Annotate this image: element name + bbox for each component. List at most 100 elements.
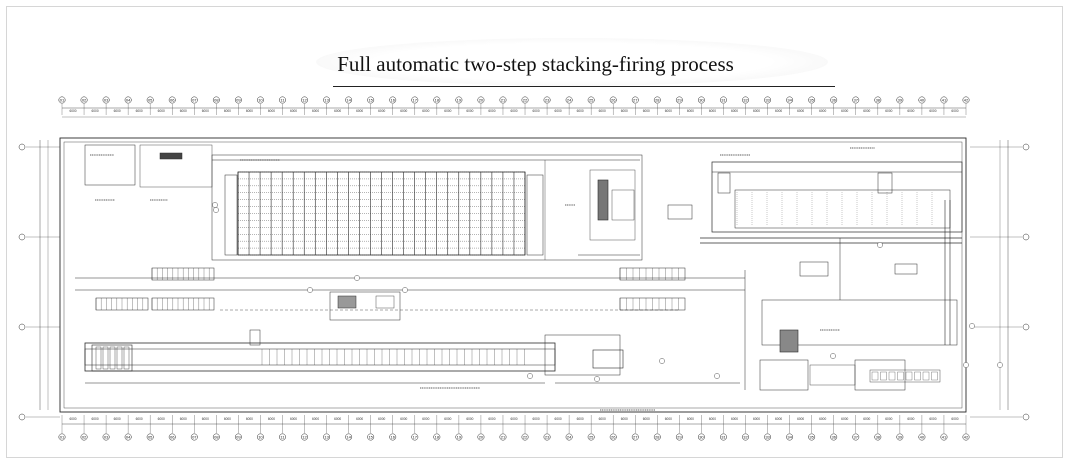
setting-robot: [611, 189, 635, 221]
axis-bubble: [609, 433, 617, 441]
axis-bubble: [697, 96, 705, 104]
control-room: [809, 364, 856, 386]
equipment-block: [894, 263, 918, 275]
axis-label: 36: [831, 97, 836, 102]
axis-bubble: [896, 96, 904, 104]
dimension-label: 6000: [775, 417, 782, 421]
packaging-cell: [922, 371, 930, 381]
axis-label: 39: [898, 434, 903, 439]
axis-label: 12: [302, 434, 307, 439]
axis-bubble: [720, 433, 727, 441]
axis-label: 22: [523, 434, 528, 439]
axis-label: 23: [545, 434, 550, 439]
reference-marker: [402, 287, 408, 293]
axis-label: 15: [368, 434, 373, 439]
stacking-car-row: [151, 297, 215, 311]
axis-label: 10: [258, 434, 263, 439]
axis-label: 02: [82, 434, 87, 439]
dimension-label: 6000: [158, 417, 165, 421]
axis-label: 02: [82, 97, 87, 102]
axis-label: 34: [787, 434, 792, 439]
packaging-cell: [897, 371, 904, 381]
axis-label: 29: [677, 97, 682, 102]
dimension-label: 6000: [92, 109, 99, 113]
axis-label: 04: [126, 434, 131, 439]
axis-label: 18: [435, 434, 440, 439]
axis-bubble: [764, 96, 772, 104]
kiln-entrance-car: [102, 346, 109, 370]
axis-label: 03: [104, 434, 109, 439]
row-bubble: [18, 323, 26, 331]
axis-bubble: [631, 96, 639, 104]
axis-label: 05: [148, 97, 153, 102]
dimension-label: 6000: [819, 417, 826, 421]
axis-bubble: [124, 433, 132, 441]
axis-bubble: [609, 96, 617, 104]
dimension-label: 6000: [665, 109, 672, 113]
reference-marker: [877, 242, 883, 248]
axis-bubble: [587, 96, 595, 104]
axis-bubble: [918, 96, 926, 104]
axis-bubble: [168, 96, 176, 104]
dimension-label: 6000: [268, 109, 275, 113]
axis-bubble: [190, 96, 198, 104]
axis-bubble: [675, 96, 683, 104]
dimension-label: 6000: [731, 417, 738, 421]
axis-label: 08: [214, 97, 219, 102]
axis-bubble: [852, 96, 860, 104]
axis-label: 21: [501, 97, 506, 102]
axis-bubble: [323, 96, 331, 104]
dimension-label: 6000: [577, 417, 584, 421]
axis-bubble: [521, 96, 529, 104]
axis-label: 38: [876, 97, 881, 102]
axis-bubble: [389, 96, 397, 104]
axis-bubble: [433, 96, 441, 104]
axis-label: 01: [60, 434, 65, 439]
axis-label: 17: [413, 434, 418, 439]
axis-label: 24: [567, 97, 572, 102]
dimension-label: 6000: [378, 109, 385, 113]
row-bubble: [1022, 143, 1030, 151]
dimension-label: 6000: [555, 417, 562, 421]
axis-label: 39: [898, 97, 903, 102]
axis-bubble: [279, 433, 286, 441]
axis-bubble: [345, 433, 353, 441]
dimension-label: 6000: [753, 417, 760, 421]
dimension-label: 6000: [687, 417, 694, 421]
dimension-label: 6000: [929, 417, 936, 421]
equipment-block: [799, 261, 829, 277]
dimension-label: 6000: [510, 109, 517, 113]
dimension-label: 6000: [797, 109, 804, 113]
dimension-label: 6000: [136, 417, 143, 421]
axis-bubble: [631, 433, 639, 441]
equipment-block: [337, 295, 357, 309]
dimension-label: 6000: [224, 417, 231, 421]
axis-label: 25: [589, 97, 594, 102]
axis-bubble: [367, 96, 375, 104]
dimension-label: 6000: [69, 417, 76, 421]
kiln-entrance: [91, 344, 133, 372]
axis-label: 09: [236, 434, 241, 439]
axis-bubble: [786, 96, 794, 104]
axis-label: 19: [457, 97, 462, 102]
upper-zone: [211, 154, 643, 261]
production-robot: [779, 329, 799, 353]
axis-bubble: [587, 433, 595, 441]
dimension-label: 6000: [533, 417, 540, 421]
dimension-label: 6000: [334, 109, 341, 113]
dimension-label: 6000: [621, 109, 628, 113]
page-title: Full automatic two-step stacking-firing …: [337, 52, 734, 76]
reference-marker: [213, 207, 219, 213]
dimension-label: 6000: [400, 417, 407, 421]
equipment-block: [329, 291, 401, 321]
dimension-label: 6000: [69, 109, 76, 113]
axis-bubble: [962, 433, 970, 441]
axis-label: 25: [589, 434, 594, 439]
axis-bubble: [455, 433, 463, 441]
axis-label: 15: [368, 97, 373, 102]
dimension-label: 6000: [885, 417, 892, 421]
axis-bubble: [279, 96, 286, 104]
dimension-label: 6000: [863, 417, 870, 421]
dimension-label: 6000: [599, 417, 606, 421]
